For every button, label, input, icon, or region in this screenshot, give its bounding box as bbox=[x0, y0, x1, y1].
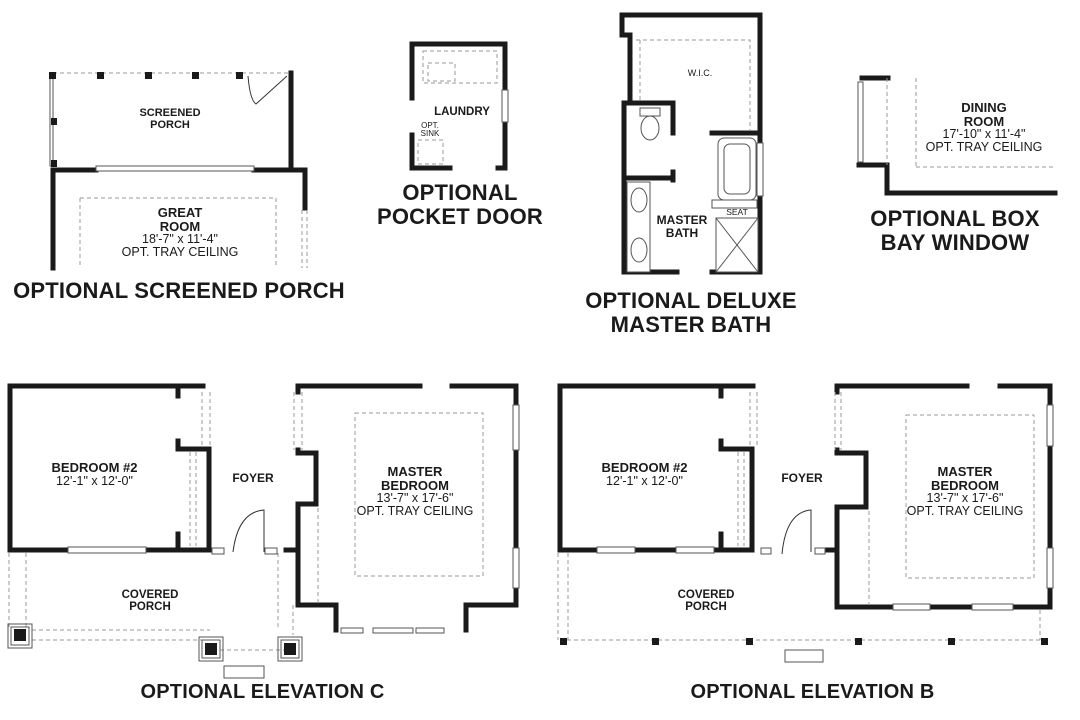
elev-b-foyer-label: FOYER bbox=[781, 471, 823, 485]
seat-label: SEAT bbox=[726, 207, 748, 217]
elev-c-master-label: MASTER BEDROOM 13'-7" x 17'-6" OPT. TRAY… bbox=[340, 465, 490, 519]
title-line: POCKET DOOR bbox=[377, 203, 543, 229]
room-name: BEDROOM #2 bbox=[601, 460, 688, 475]
room-note: OPT. TRAY CEILING bbox=[121, 245, 239, 260]
room-dims: 18'-7" x 11'-4" bbox=[142, 232, 218, 247]
master-bath-label: MASTER BATH bbox=[652, 214, 712, 239]
elevation-b-plan bbox=[557, 383, 1053, 610]
room-dims: 12'-1" x 12'-0" bbox=[56, 473, 133, 488]
label-line: PORCH bbox=[129, 601, 171, 614]
screened-porch-title: OPTIONAL SCREENED PORCH bbox=[13, 278, 345, 303]
room-name: ROOM bbox=[963, 113, 1005, 129]
room-dims: 12'-1" x 12'-0" bbox=[606, 473, 683, 488]
label-line: MASTER bbox=[656, 213, 708, 227]
elevation-c-title: OPTIONAL ELEVATION C bbox=[140, 681, 385, 703]
room-dims: 13'-7" x 17'-6" bbox=[376, 491, 454, 506]
room-name: BEDROOM bbox=[381, 477, 449, 493]
label-line: SCREENED bbox=[139, 107, 201, 119]
label-line: PORCH bbox=[150, 118, 190, 131]
laundry-plan bbox=[409, 41, 508, 171]
dining-room-label: DINING ROOM 17'-10" x 11'-4" OPT. TRAY C… bbox=[912, 101, 1056, 155]
label-line: SINK bbox=[420, 129, 440, 139]
elevation-b-title: OPTIONAL ELEVATION B bbox=[690, 681, 935, 703]
label-line: COVERED bbox=[677, 589, 735, 601]
title-line: OPTIONAL DELUXE bbox=[585, 288, 797, 313]
title-line: OPTIONAL bbox=[402, 180, 518, 205]
title-line: MASTER BATH bbox=[610, 311, 772, 337]
title-line: BAY WINDOW bbox=[880, 229, 1030, 255]
room-name: BEDROOM bbox=[931, 477, 999, 493]
box-bay-title: OPTIONAL BOX BAY WINDOW bbox=[850, 207, 1060, 255]
elevation-c-plan bbox=[7, 383, 519, 633]
deluxe-bath-title: OPTIONAL DELUXE MASTER BATH bbox=[560, 289, 822, 337]
room-dims: 13'-7" x 17'-6" bbox=[926, 491, 1004, 506]
label-line: COVERED bbox=[121, 589, 179, 601]
room-dims: 17'-10" x 11'-4" bbox=[942, 127, 1026, 142]
elev-c-bedroom2-label: BEDROOM #2 12'-1" x 12'-0" bbox=[32, 461, 157, 488]
label-line: BATH bbox=[665, 225, 699, 240]
room-name: ROOM bbox=[159, 218, 201, 234]
room-note: OPT. TRAY CEILING bbox=[906, 504, 1024, 519]
opt-sink-label: OPT. SINK bbox=[415, 121, 445, 139]
screened-porch-plan bbox=[50, 70, 308, 271]
room-name: BEDROOM #2 bbox=[51, 460, 138, 475]
elev-b-master-label: MASTER BEDROOM 13'-7" x 17'-6" OPT. TRAY… bbox=[890, 465, 1040, 519]
room-note: OPT. TRAY CEILING bbox=[356, 504, 474, 519]
wic-label: W.I.C. bbox=[687, 68, 713, 78]
label-line: PORCH bbox=[685, 601, 727, 614]
title-line: OPTIONAL BOX bbox=[870, 206, 1040, 231]
screened-porch-label: SCREENED PORCH bbox=[130, 107, 210, 131]
room-name: GREAT bbox=[157, 205, 203, 220]
box-bay-plan bbox=[856, 75, 1058, 196]
great-room-label: GREAT ROOM 18'-7" x 11'-4" OPT. TRAY CEI… bbox=[110, 206, 250, 260]
room-name: DINING bbox=[961, 100, 1007, 115]
elev-c-porch-label: COVERED PORCH bbox=[110, 589, 190, 613]
room-name: MASTER bbox=[937, 464, 993, 479]
elev-c-foyer-label: FOYER bbox=[232, 471, 274, 485]
pocket-door-title: OPTIONAL POCKET DOOR bbox=[360, 181, 560, 229]
room-note: OPT. TRAY CEILING bbox=[925, 140, 1043, 155]
elev-b-porch-label: COVERED PORCH bbox=[666, 589, 746, 613]
laundry-label: LAUNDRY bbox=[434, 106, 490, 118]
room-name: MASTER bbox=[387, 464, 443, 479]
elev-b-bedroom2-label: BEDROOM #2 12'-1" x 12'-0" bbox=[582, 461, 707, 488]
label-line: OPT. bbox=[421, 121, 439, 130]
